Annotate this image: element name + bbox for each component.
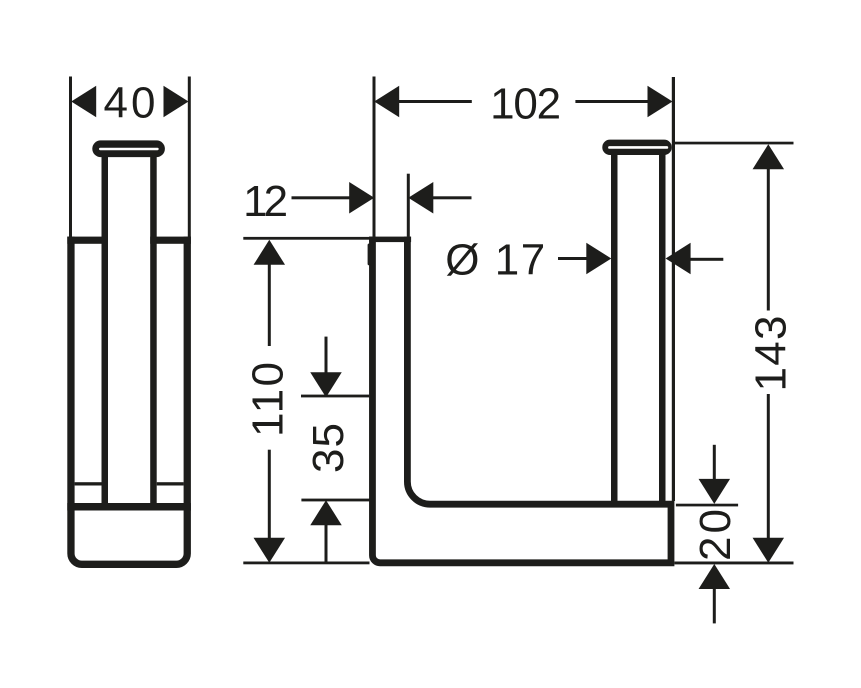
svg-text:Ø 17: Ø 17 (445, 236, 545, 285)
svg-text:110: 110 (244, 362, 293, 437)
svg-text:35: 35 (304, 423, 353, 473)
svg-text:102: 102 (490, 80, 561, 129)
svg-text:12: 12 (243, 177, 288, 226)
svg-text:143: 143 (747, 316, 796, 392)
